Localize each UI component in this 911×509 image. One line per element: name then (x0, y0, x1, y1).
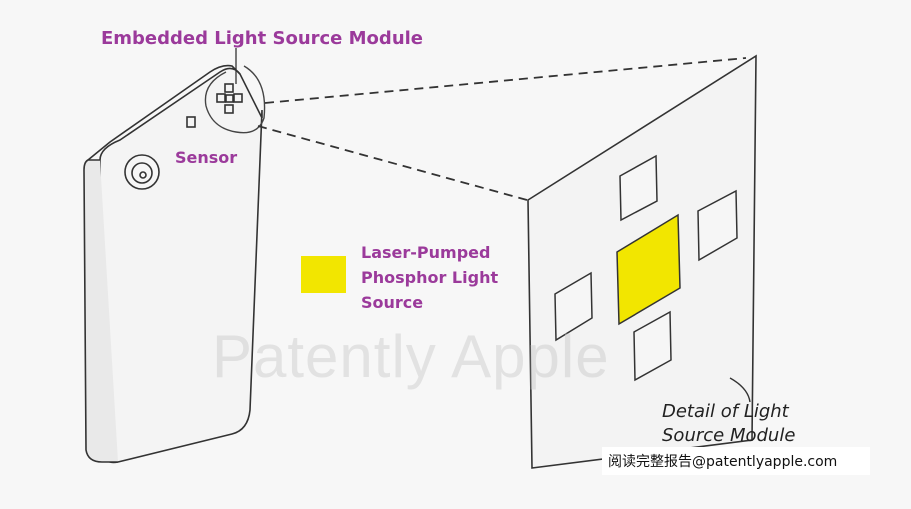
emitter-right (697, 189, 738, 262)
module-cross-icon (216, 83, 243, 114)
detail-circle (204, 65, 266, 134)
sensor-label: Sensor (175, 148, 238, 167)
watermark-text: Patently Apple (212, 323, 610, 390)
emitter-left (554, 271, 593, 342)
camera-lens-core (139, 171, 147, 179)
emitter-top (619, 154, 658, 222)
module-label: Embedded Light Source Module (101, 28, 424, 49)
footer-link[interactable]: 阅读完整报告@patentlyapple.com (608, 454, 838, 470)
emitter-bottom (633, 310, 672, 382)
caption-leader-line (729, 377, 751, 403)
footer-box (602, 447, 870, 475)
phone-back-face (99, 67, 263, 464)
phone-device (83, 48, 266, 464)
phosphor-center (616, 213, 681, 326)
sensor-square (186, 116, 196, 128)
laser-source-label: Laser-Pumped Phosphor Light Source (361, 243, 499, 312)
camera-lens-inner (131, 162, 153, 184)
projection-lines (257, 57, 747, 201)
phone-top-edge (87, 64, 241, 161)
phone-side-edge (83, 159, 118, 463)
detail-panel (527, 54, 757, 469)
detail-caption: Detail of Light Source Module (662, 401, 796, 446)
legend-yellow-swatch (301, 256, 346, 293)
